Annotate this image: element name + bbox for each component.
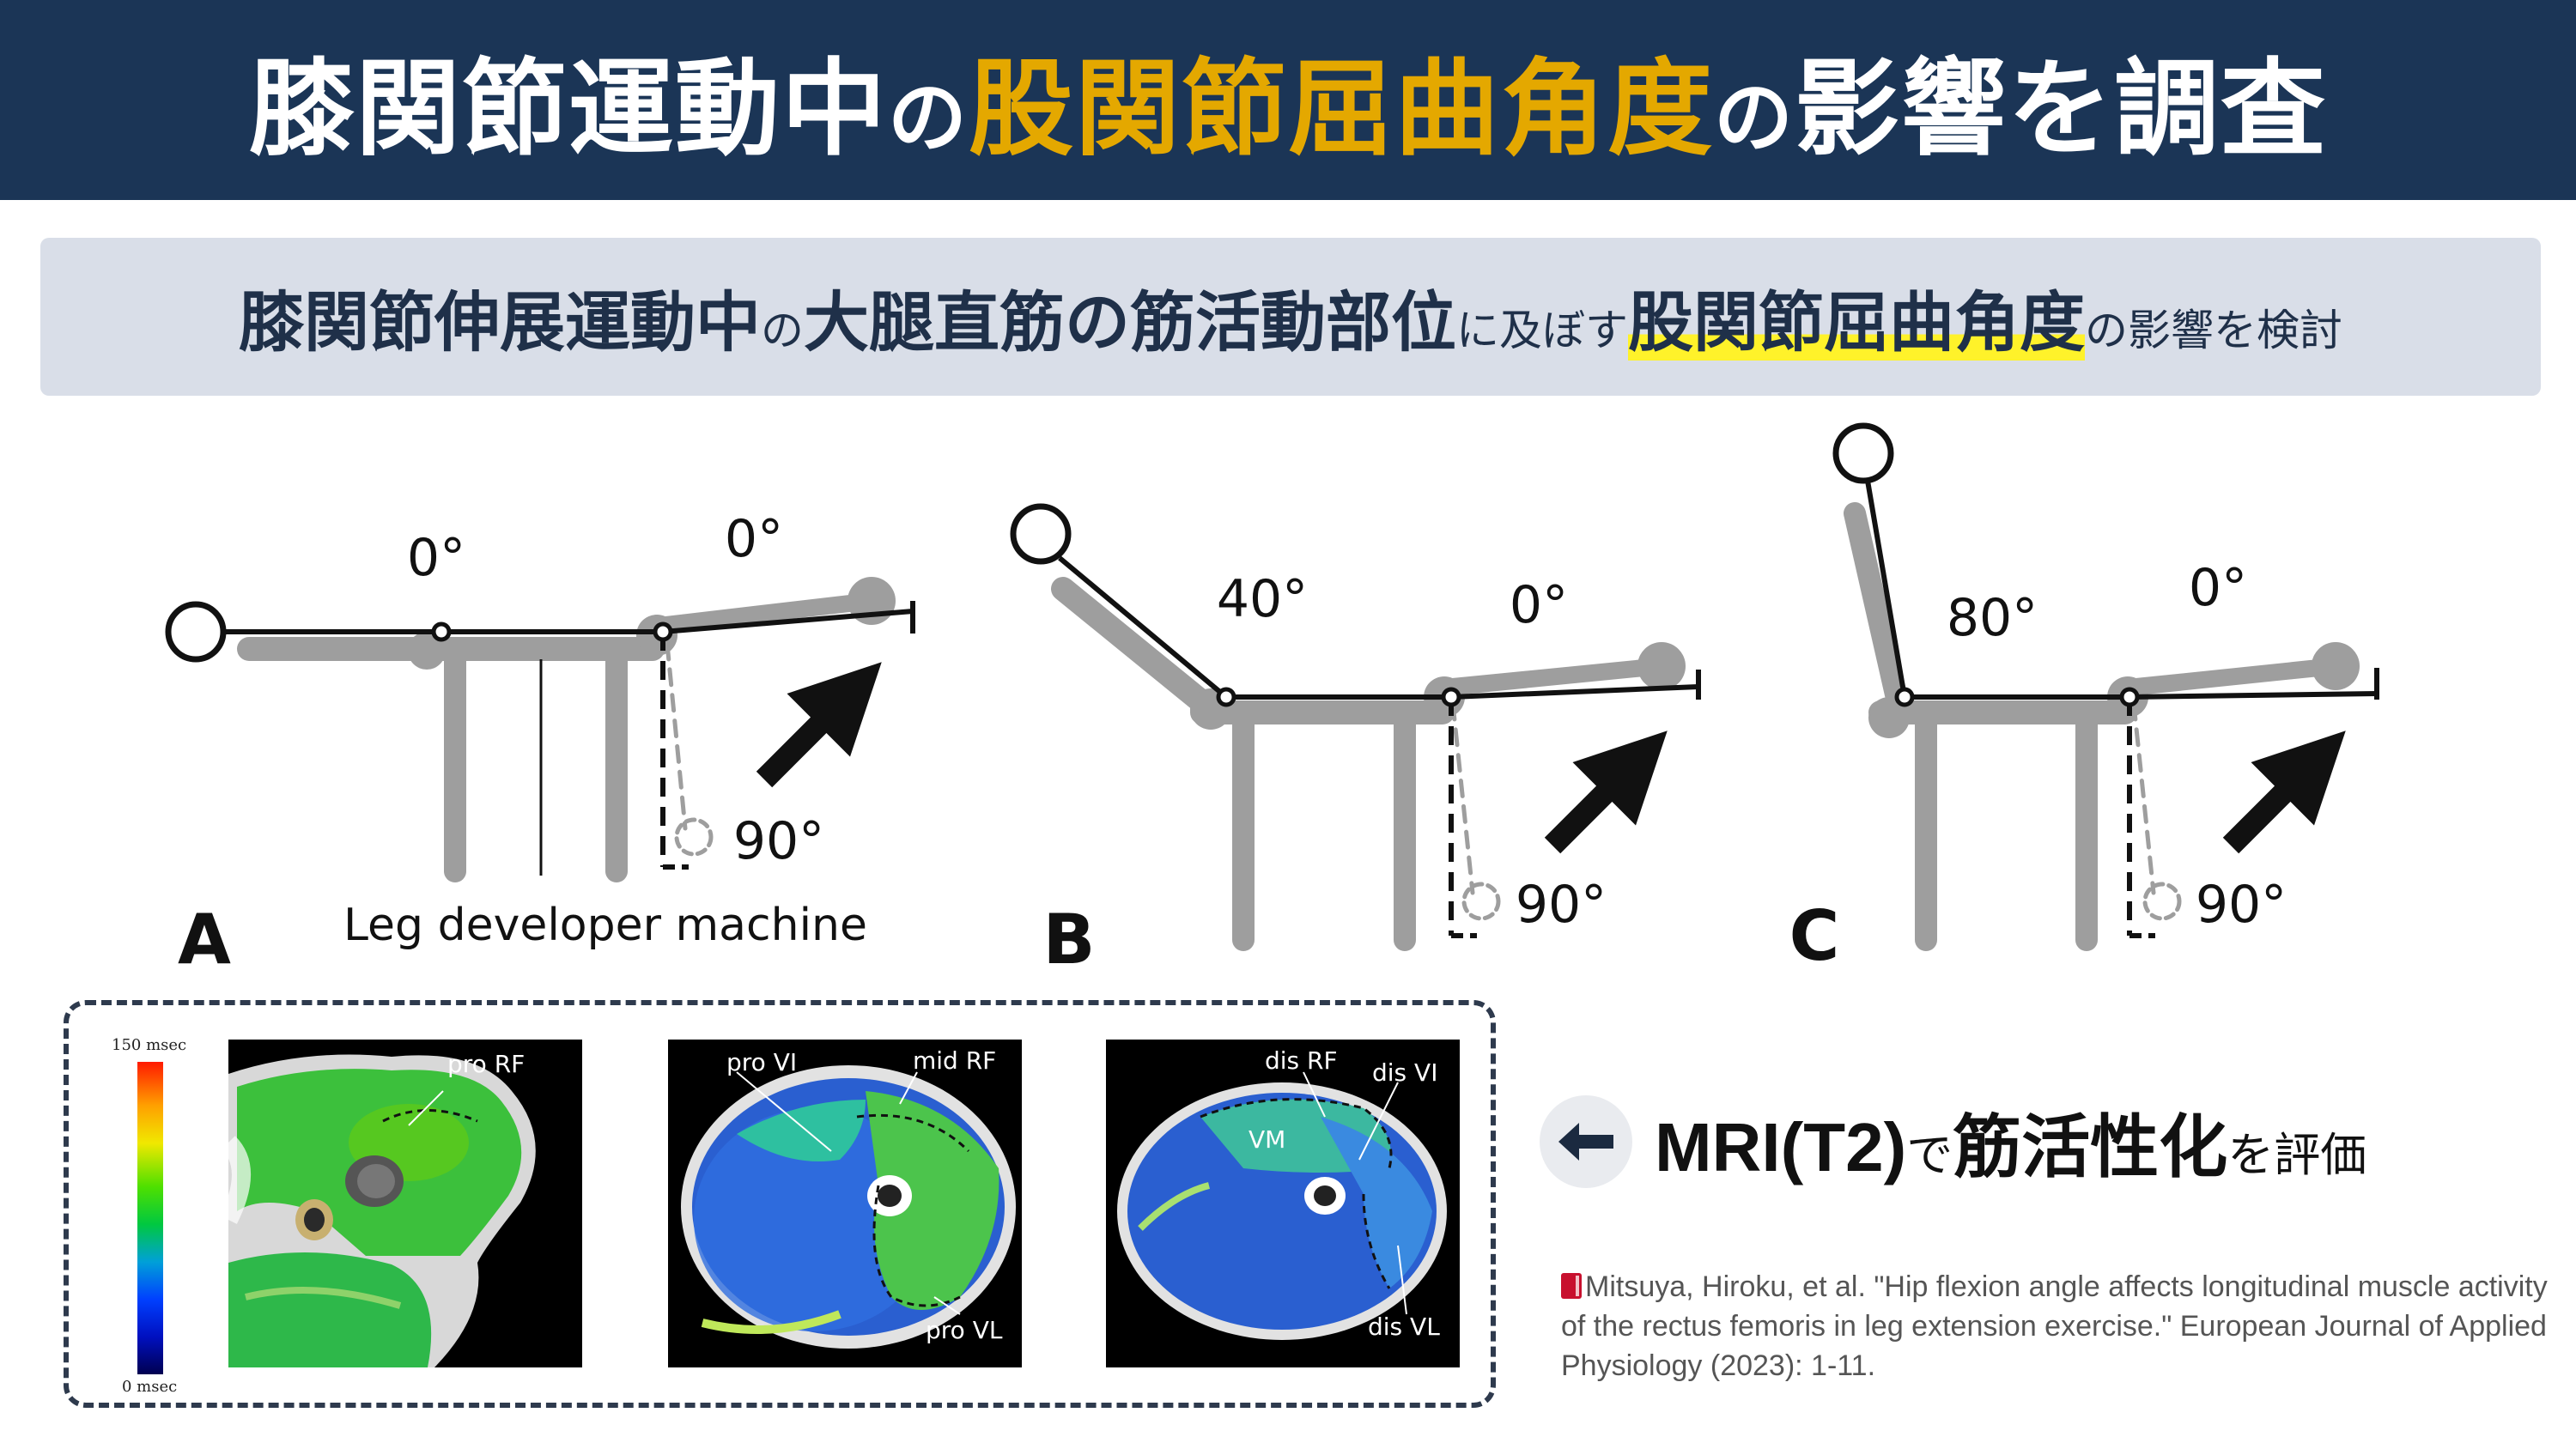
- panel-letter-b: B: [1043, 900, 1096, 979]
- mri-label-mid-rf: mid RF: [913, 1046, 997, 1075]
- panel-c: 80° 0° 90° C: [1789, 422, 2379, 976]
- hip-angle-label-c: 80°: [1947, 588, 2038, 648]
- header-bar: 膝関節運動中の股関節屈曲角度の影響を調査: [0, 0, 2576, 200]
- note-part-mri: MRI(T2): [1655, 1109, 1907, 1185]
- subtitle-highlight: 股関節屈曲角度: [1628, 284, 2085, 361]
- title-part-no: の: [887, 72, 969, 164]
- note-part-activation: 筋活性化: [1953, 1107, 2228, 1187]
- mri-label-dis-vl: dis VL: [1368, 1313, 1440, 1341]
- hip-angle-label-b: 40°: [1217, 569, 1308, 629]
- page-title: 膝関節運動中の股関節屈曲角度の影響を調査: [249, 24, 2327, 176]
- citation: Mitsuya, Hiroku, et al. "Hip flexion ang…: [1561, 1267, 2549, 1385]
- knee-angle-label-a: 0°: [725, 509, 783, 569]
- limb-lines: [1010, 503, 1701, 938]
- hip-angle-label-a: 0°: [407, 528, 465, 588]
- machine-frame: [1051, 577, 1686, 951]
- mri-image-middle: pro VI mid RF pro VL: [668, 1040, 1022, 1367]
- mri-note-text: MRI(T2)で筋活性化を評価: [1655, 1092, 2366, 1191]
- panel-b: 40° 0° 90° B: [1010, 503, 1701, 979]
- knee-flexed-label-a: 90°: [733, 811, 824, 871]
- title-part-knee-exercise: 膝関節運動中: [248, 48, 888, 170]
- mri-image-distal: dis RF dis VI VM dis VL: [1106, 1040, 1460, 1367]
- mri-scan-graphic: [1117, 1071, 1447, 1340]
- mri-label-pro-vi: pro VI: [726, 1048, 798, 1076]
- book-icon: [1561, 1273, 1582, 1299]
- machine-label: Leg developer machine: [343, 900, 867, 951]
- panel-a: 0° 0° 90° Leg developer machine A: [165, 509, 915, 979]
- mri-label-pro-rf: pro RF: [447, 1050, 526, 1078]
- limb-lines: [165, 601, 915, 876]
- mri-images-box: 150 msec 0 msec pro RF: [64, 1000, 1496, 1408]
- subtitle-part-6: の影響を検討: [2085, 306, 2342, 355]
- mri-scan-graphic: [228, 1054, 536, 1367]
- title-part-no-2: の: [1714, 72, 1795, 164]
- subtitle-band: 膝関節伸展運動中の大腿直筋の筋活動部位に及ぼす股関節屈曲角度の影響を検討: [40, 238, 2541, 396]
- title-part-hip-angle: 股関節屈曲角度: [969, 48, 1714, 170]
- title-part-investigate: 影響を調査: [1795, 48, 2328, 170]
- limb-lines: [1832, 422, 2379, 938]
- mri-scan-graphic: [681, 1065, 1016, 1349]
- mri-label-vm: VM: [1249, 1125, 1286, 1154]
- knee-angle-label-c: 0°: [2189, 558, 2247, 618]
- arrow-left-icon: [1540, 1095, 1632, 1188]
- note-part-de: で: [1906, 1128, 1953, 1182]
- subtitle: 膝関節伸展運動中の大腿直筋の筋活動部位に及ぼす股関節屈曲角度の影響を検討: [239, 270, 2342, 364]
- subtitle-part-2: の: [761, 306, 804, 355]
- panel-letter-c: C: [1789, 896, 1840, 976]
- knee-flexed-label-c: 90°: [2196, 875, 2287, 935]
- colorbar-top-label: 150 msec: [112, 1036, 187, 1054]
- colorbar-bottom-label: 0 msec: [122, 1378, 178, 1396]
- note-part-evaluate: を評価: [2227, 1128, 2367, 1182]
- knee-flexed-label-b: 90°: [1516, 875, 1607, 935]
- mri-note: MRI(T2)で筋活性化を評価: [1540, 1090, 2366, 1193]
- t2-colorbar: [137, 1062, 163, 1374]
- mri-image-proximal: pro RF: [228, 1040, 582, 1367]
- subtitle-part-4: に及ぼす: [1456, 306, 1628, 355]
- subtitle-part-3: 大腿直筋の筋活動部位: [804, 284, 1456, 361]
- mri-label-dis-rf: dis RF: [1265, 1046, 1338, 1075]
- knee-angle-label-b: 0°: [1510, 575, 1568, 635]
- position-diagram: 0° 0° 90° Leg developer machine A: [165, 422, 2379, 979]
- mri-label-dis-vi: dis VI: [1372, 1058, 1438, 1087]
- panel-letter-a: A: [178, 900, 231, 979]
- mri-label-pro-vl: pro VL: [926, 1316, 1003, 1344]
- subtitle-part-1: 膝関節伸展運動中: [239, 284, 761, 361]
- machine-frame: [1844, 502, 2360, 951]
- citation-text: Mitsuya, Hiroku, et al. "Hip flexion ang…: [1561, 1270, 2548, 1382]
